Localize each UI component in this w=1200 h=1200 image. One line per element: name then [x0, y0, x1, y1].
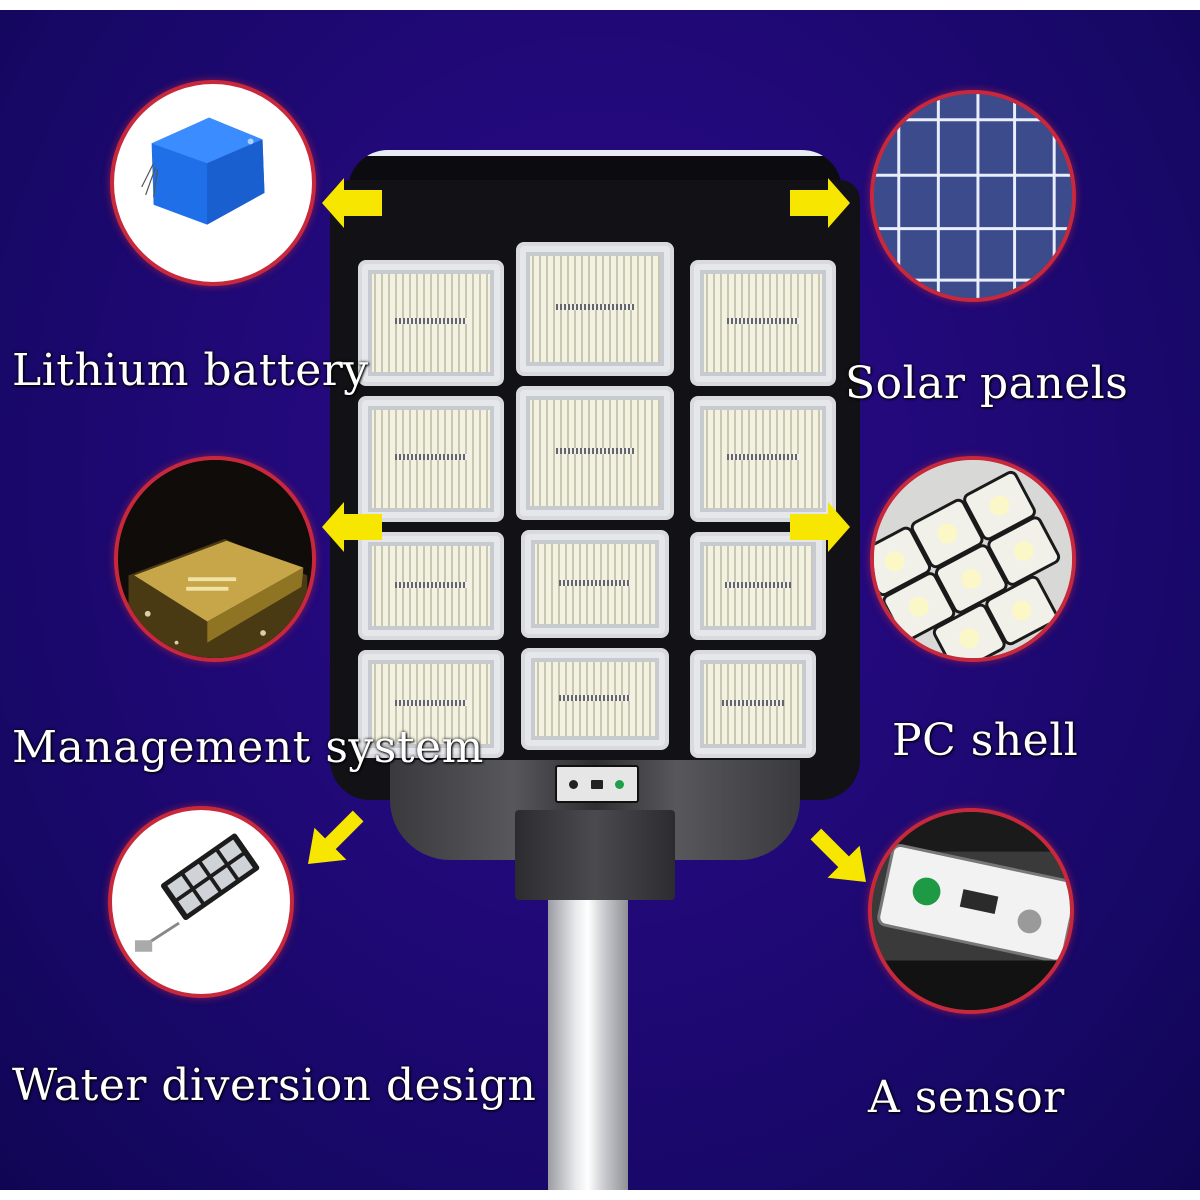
- led-module: [358, 532, 504, 640]
- lamp-housing: [330, 180, 860, 800]
- led-column-right: [690, 260, 836, 758]
- led-module: [690, 650, 816, 758]
- arrow-left-icon: [322, 178, 382, 228]
- led-column-left: [358, 260, 504, 758]
- led-module: [358, 260, 504, 386]
- led-module: [516, 242, 674, 376]
- led-module: [521, 648, 669, 750]
- feature-label-sensor: A sensor: [868, 1072, 1065, 1123]
- arrow-right-icon: [790, 502, 850, 552]
- arrow-down-left-icon: [308, 800, 372, 864]
- control-panel: [555, 765, 639, 803]
- power-button-icon: [569, 780, 578, 789]
- led-column-center: [516, 242, 674, 750]
- solar-street-lamp: [330, 150, 860, 910]
- pc-shell-bubble: [870, 456, 1076, 662]
- street-lamp-icon: [134, 833, 260, 952]
- indicator-light-icon: [615, 780, 624, 789]
- led-module: [690, 260, 836, 386]
- feature-label-solar-panels: Solar panels: [845, 358, 1129, 409]
- feature-label-water-diversion: Water diversion design: [12, 1060, 537, 1111]
- display-icon: [591, 780, 603, 789]
- feature-label-lithium-battery: Lithium battery: [12, 345, 369, 396]
- lamp-pole: [548, 900, 628, 1190]
- battery-icon: [141, 117, 265, 225]
- diagram-canvas: Lithium battery Solar panels Management …: [0, 10, 1200, 1190]
- led-module: [358, 396, 504, 522]
- sensor-panel-icon: [872, 812, 1070, 1010]
- pole-mount: [515, 810, 675, 900]
- arrow-right-icon: [790, 178, 850, 228]
- arrow-down-right-icon: [802, 818, 866, 882]
- led-module: [690, 532, 826, 640]
- water-diversion-bubble: [108, 806, 294, 998]
- sensor-bubble: [868, 808, 1074, 1014]
- feature-label-management-system: Management system: [12, 722, 484, 773]
- led-module-icon: [874, 460, 1072, 658]
- management-system-bubble: [114, 456, 316, 662]
- solar-panel-icon: [874, 94, 1072, 298]
- led-module: [690, 396, 836, 522]
- led-module: [358, 650, 504, 758]
- solar-panels-bubble: [870, 90, 1076, 302]
- feature-label-pc-shell: PC shell: [892, 715, 1079, 766]
- lithium-battery-bubble: [110, 80, 316, 286]
- led-module: [521, 530, 669, 638]
- chip-icon: [118, 460, 312, 658]
- arrow-left-icon: [322, 502, 382, 552]
- led-module: [516, 386, 674, 520]
